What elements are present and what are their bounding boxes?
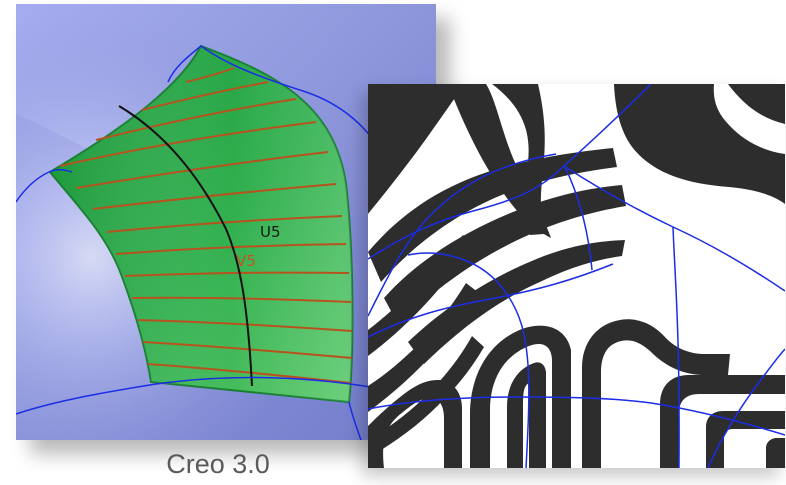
red-isoline	[75, 151, 329, 189]
zebra-boundary-curves	[368, 84, 785, 468]
blue-boundary-curve	[707, 348, 785, 468]
zebra-highlight	[713, 84, 785, 154]
blue-boundary-curve	[563, 84, 652, 167]
zebra-analysis-panel	[368, 84, 785, 468]
red-isoline	[115, 243, 347, 255]
zebra-stripe	[507, 362, 546, 468]
red-isoline	[185, 67, 235, 83]
blue-boundary-curve	[564, 166, 593, 271]
red-isoline	[137, 319, 353, 332]
red-isoline	[59, 121, 317, 167]
zebra-stripe	[368, 84, 464, 214]
blue-boundary-curve	[368, 165, 565, 260]
zebra-stripe	[368, 380, 462, 468]
v-isoline-label: V5	[236, 252, 256, 270]
red-isoline	[106, 215, 343, 233]
red-isoline	[92, 183, 337, 210]
blue-boundary-curve	[167, 45, 202, 83]
isoline-surface-panel: U5 V5	[16, 4, 436, 440]
blue-boundary-curve	[368, 153, 557, 317]
u-isoline-label: U5	[260, 223, 281, 241]
zebra-stripe	[766, 438, 785, 468]
blue-boundary-curve	[348, 401, 362, 440]
red-isoline	[141, 81, 269, 111]
blue-boundary-curve	[48, 169, 73, 173]
black-u-isoline	[118, 105, 253, 387]
caption-label: Creo 3.0	[166, 449, 270, 479]
red-isoline	[131, 296, 352, 303]
zebra-stripe	[660, 375, 785, 468]
blue-boundary-curve	[368, 263, 614, 338]
blue-boundary-curve	[672, 226, 680, 468]
red-isolines	[59, 67, 353, 384]
blue-boundary-curve	[368, 396, 785, 436]
zebra-analysis-graphic	[368, 84, 785, 468]
red-isoline	[142, 341, 353, 359]
zebra-stripe	[706, 411, 785, 468]
isoline-surface-graphic: U5 V5	[16, 4, 436, 440]
zebra-stripe	[384, 185, 626, 324]
zebra-stripe	[368, 283, 479, 412]
zebra-stripe	[492, 84, 545, 235]
blue-boundary-curve	[407, 252, 530, 468]
zebra-stripe	[448, 84, 551, 238]
zebra-stripe	[470, 325, 571, 468]
red-isoline	[95, 98, 297, 141]
blue-boundary-curve	[16, 171, 50, 203]
zebra-stripe	[582, 319, 730, 468]
